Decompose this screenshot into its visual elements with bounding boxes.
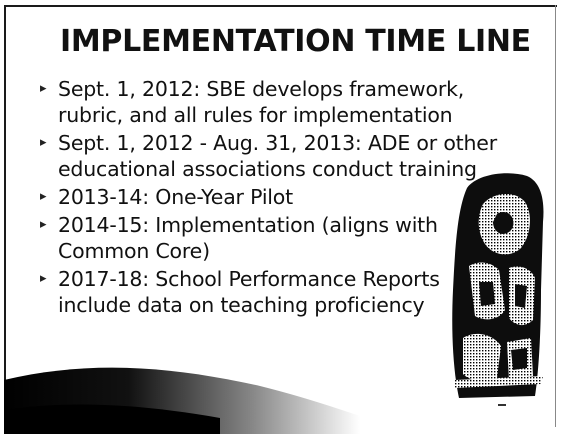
triangle-right-icon: ▸ — [40, 135, 47, 150]
bullet-item: ▸ 2014-15: Implementation (aligns with C… — [38, 212, 478, 264]
bullet-item: ▸ Sept. 1, 2012: SBE develops framework,… — [38, 76, 478, 128]
bullet-item: ▸ Sept. 1, 2012 - Aug. 31, 2013: ADE or … — [38, 130, 497, 182]
slide-border-left — [4, 5, 6, 410]
bullet-line: rubric, and all rules for implementation — [58, 103, 453, 127]
timeline-bullet-list: ▸ Sept. 1, 2012: SBE develops framework,… — [38, 76, 497, 320]
bullet-line: include data on teaching proficiency — [58, 293, 425, 317]
bullet-line: Common Core) — [58, 239, 210, 263]
slide-title: IMPLEMENTATION TIME LINE — [60, 24, 531, 59]
page-mark — [498, 404, 506, 406]
triangle-right-icon: ▸ — [40, 189, 47, 204]
bullet-line: 2014-15: Implementation (aligns with — [58, 213, 438, 237]
slide-border-right — [555, 5, 556, 427]
bullet-line: Sept. 1, 2012 - Aug. 31, 2013: ADE or ot… — [58, 131, 497, 155]
bullet-line: educational associations conduct trainin… — [58, 157, 477, 181]
slide-border-top — [4, 5, 557, 7]
triangle-right-icon: ▸ — [40, 271, 47, 286]
bullet-line: 2013-14: One-Year Pilot — [58, 185, 293, 209]
bullet-item: ▸ 2013-14: One-Year Pilot — [38, 184, 478, 210]
triangle-right-icon: ▸ — [40, 81, 47, 96]
triangle-right-icon: ▸ — [40, 217, 47, 232]
bullet-line: 2017-18: School Performance Reports — [58, 267, 440, 291]
clipart-figure-image — [452, 173, 544, 398]
decorative-swoosh — [4, 367, 360, 434]
bullet-item: ▸ 2017-18: School Performance Reports in… — [38, 266, 478, 318]
bullet-line: Sept. 1, 2012: SBE develops framework, — [58, 77, 465, 101]
